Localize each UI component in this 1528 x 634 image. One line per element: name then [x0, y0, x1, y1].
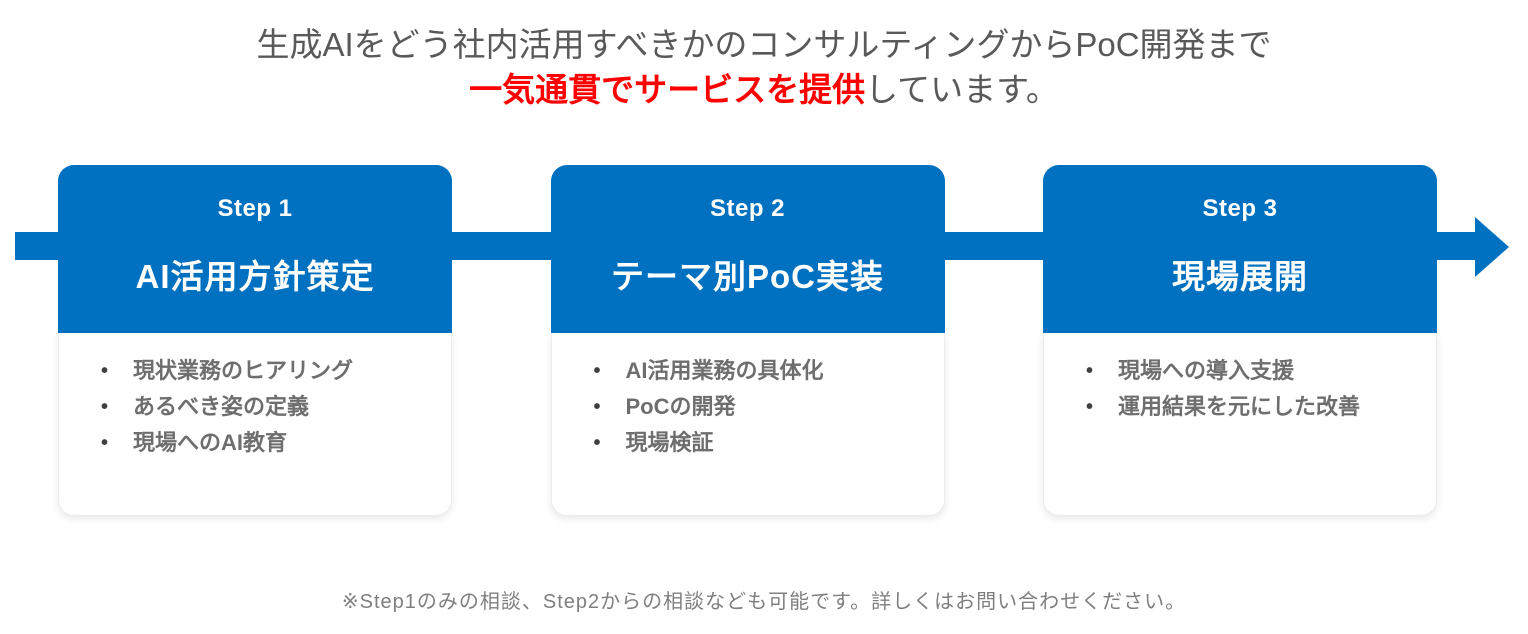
bullet-icon: • — [1086, 360, 1094, 382]
step-label: Step 2 — [709, 195, 786, 222]
step-card-1: Step 1 AI活用方針策定 • 現状業務のヒアリング • あるべき姿の定義 • 現… — [58, 165, 452, 516]
list-item: • AI活用業務の具体化 — [594, 353, 928, 389]
bullet-icon: • — [593, 396, 601, 418]
step-card-3-header: Step 3 現場展開 — [1043, 165, 1437, 333]
step-title: 現場展開 — [1172, 258, 1308, 295]
list-item: • PoCの開発 — [594, 389, 928, 425]
footnote: ※Step1のみの相談、Step2からの相談なども可能です。詳しくはお問い合わせ… — [341, 591, 1187, 613]
step-card-2-body: • AI活用業務の具体化 • PoCの開発 • 現場検証 — [550, 333, 945, 516]
step-card-2-header: Step 2 テーマ別PoC実装 — [550, 165, 945, 333]
bullet-icon: • — [101, 432, 109, 454]
bullet-icon: • — [593, 432, 601, 454]
list-item: • 現場への導入支援 — [1086, 353, 1420, 389]
step-label: Step 1 — [217, 195, 293, 222]
bullet-text: 現場検証 — [625, 430, 714, 455]
list-item: • あるべき姿の定義 — [101, 389, 435, 425]
step-label: Step 3 — [1202, 195, 1278, 222]
title-rest: しています。 — [865, 71, 1059, 108]
title-line1: 生成AIをどう社内活用すべきかのコンサルティングからPoC開発まで — [256, 26, 1272, 63]
title-highlight: 一気通貫でサービスを提供 — [469, 71, 866, 108]
step-cards: Step 1 AI活用方針策定 • 現状業務のヒアリング • あるべき姿の定義 • 現… — [58, 165, 1437, 516]
step-card-1-body: • 現状業務のヒアリング • あるべき姿の定義 • 現場へのAI教育 — [58, 333, 452, 516]
bullet-text: 現場への導入支援 — [1118, 358, 1295, 383]
title-line2: 一気通貫でサービスを提供しています。 — [0, 67, 1528, 112]
bullet-icon: • — [101, 360, 109, 382]
page-title: 生成AIをどう社内活用すべきかのコンサルティングからPoC開発まで 一気通貫でサ… — [0, 22, 1528, 112]
step-card-1-header: Step 1 AI活用方針策定 — [58, 165, 452, 333]
bullet-icon: • — [1086, 396, 1094, 418]
bullet-text: あるべき姿の定義 — [133, 394, 310, 419]
bullet-text: PoCの開発 — [625, 394, 736, 419]
step-title: テーマ別PoC実装 — [611, 258, 884, 295]
bullet-list: • 現場への導入支援 • 運用結果を元にした改善 — [1086, 353, 1420, 425]
step-card-3-body: • 現場への導入支援 • 運用結果を元にした改善 — [1043, 333, 1437, 516]
list-item: • 現状業務のヒアリング — [101, 353, 435, 389]
bullet-icon: • — [101, 396, 109, 418]
arrow-right-icon — [1475, 217, 1509, 277]
bullet-list: • 現状業務のヒアリング • あるべき姿の定義 • 現場へのAI教育 — [101, 353, 435, 461]
step-card-2: Step 2 テーマ別PoC実装 • AI活用業務の具体化 • PoCの開発 • 現場… — [550, 165, 945, 516]
list-item: • 現場へのAI教育 — [101, 425, 435, 461]
bullet-text: 現状業務のヒアリング — [133, 358, 354, 383]
list-item: • 現場検証 — [594, 425, 928, 461]
step-card-3: Step 3 現場展開 • 現場への導入支援 • 運用結果を元にした改善 — [1043, 165, 1437, 516]
bullet-text: 現場へのAI教育 — [133, 430, 288, 455]
step-title: AI活用方針策定 — [135, 258, 375, 295]
bullet-icon: • — [593, 360, 601, 382]
list-item: • 運用結果を元にした改善 — [1086, 389, 1420, 425]
bullet-text: AI活用業務の具体化 — [625, 358, 824, 383]
bullet-text: 運用結果を元にした改善 — [1118, 394, 1361, 419]
bullet-list: • AI活用業務の具体化 • PoCの開発 • 現場検証 — [594, 353, 928, 461]
